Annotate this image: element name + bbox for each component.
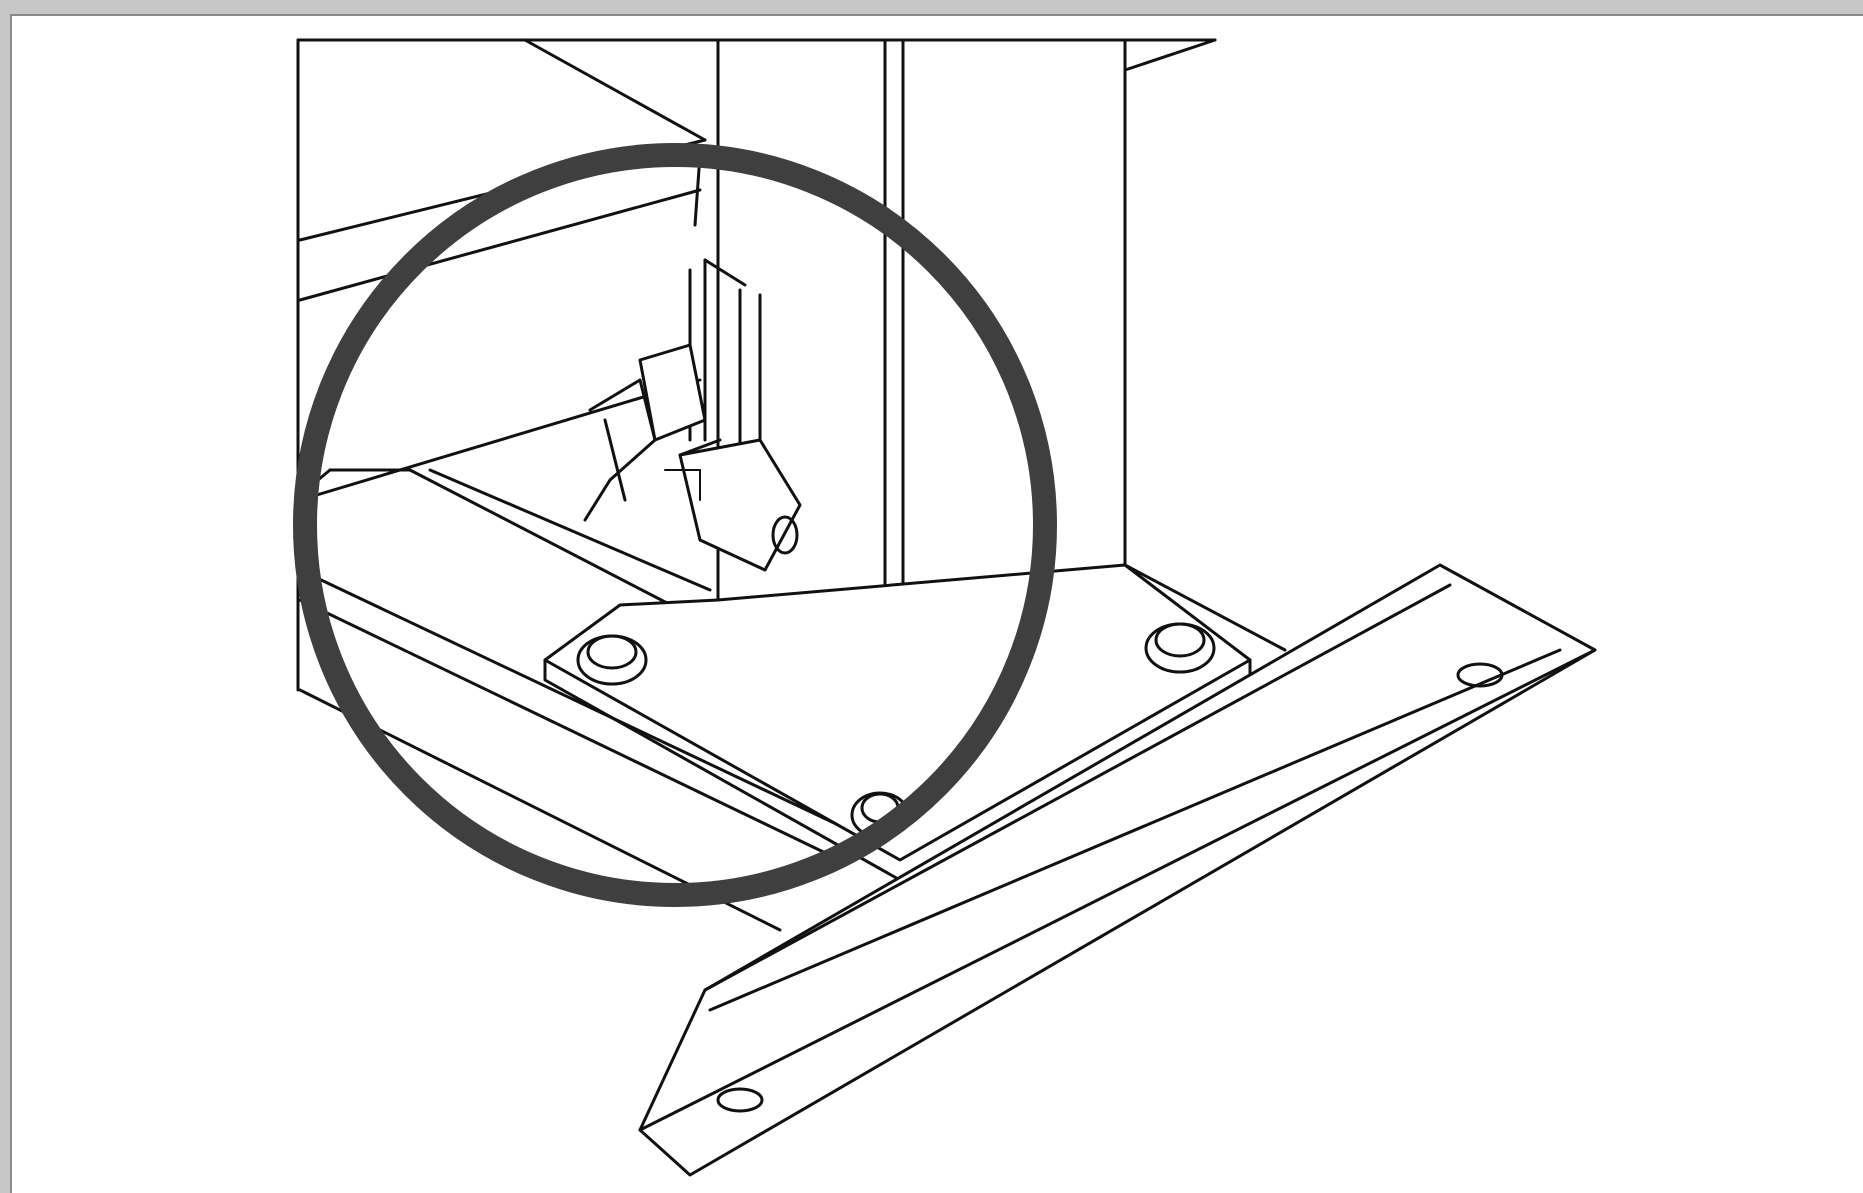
bolt-right bbox=[1144, 622, 1216, 674]
detail-callout-circle bbox=[293, 143, 1057, 907]
mounting-bracket bbox=[638, 563, 1597, 1177]
bolt-left bbox=[576, 634, 648, 686]
latch-mechanism bbox=[583, 153, 802, 572]
